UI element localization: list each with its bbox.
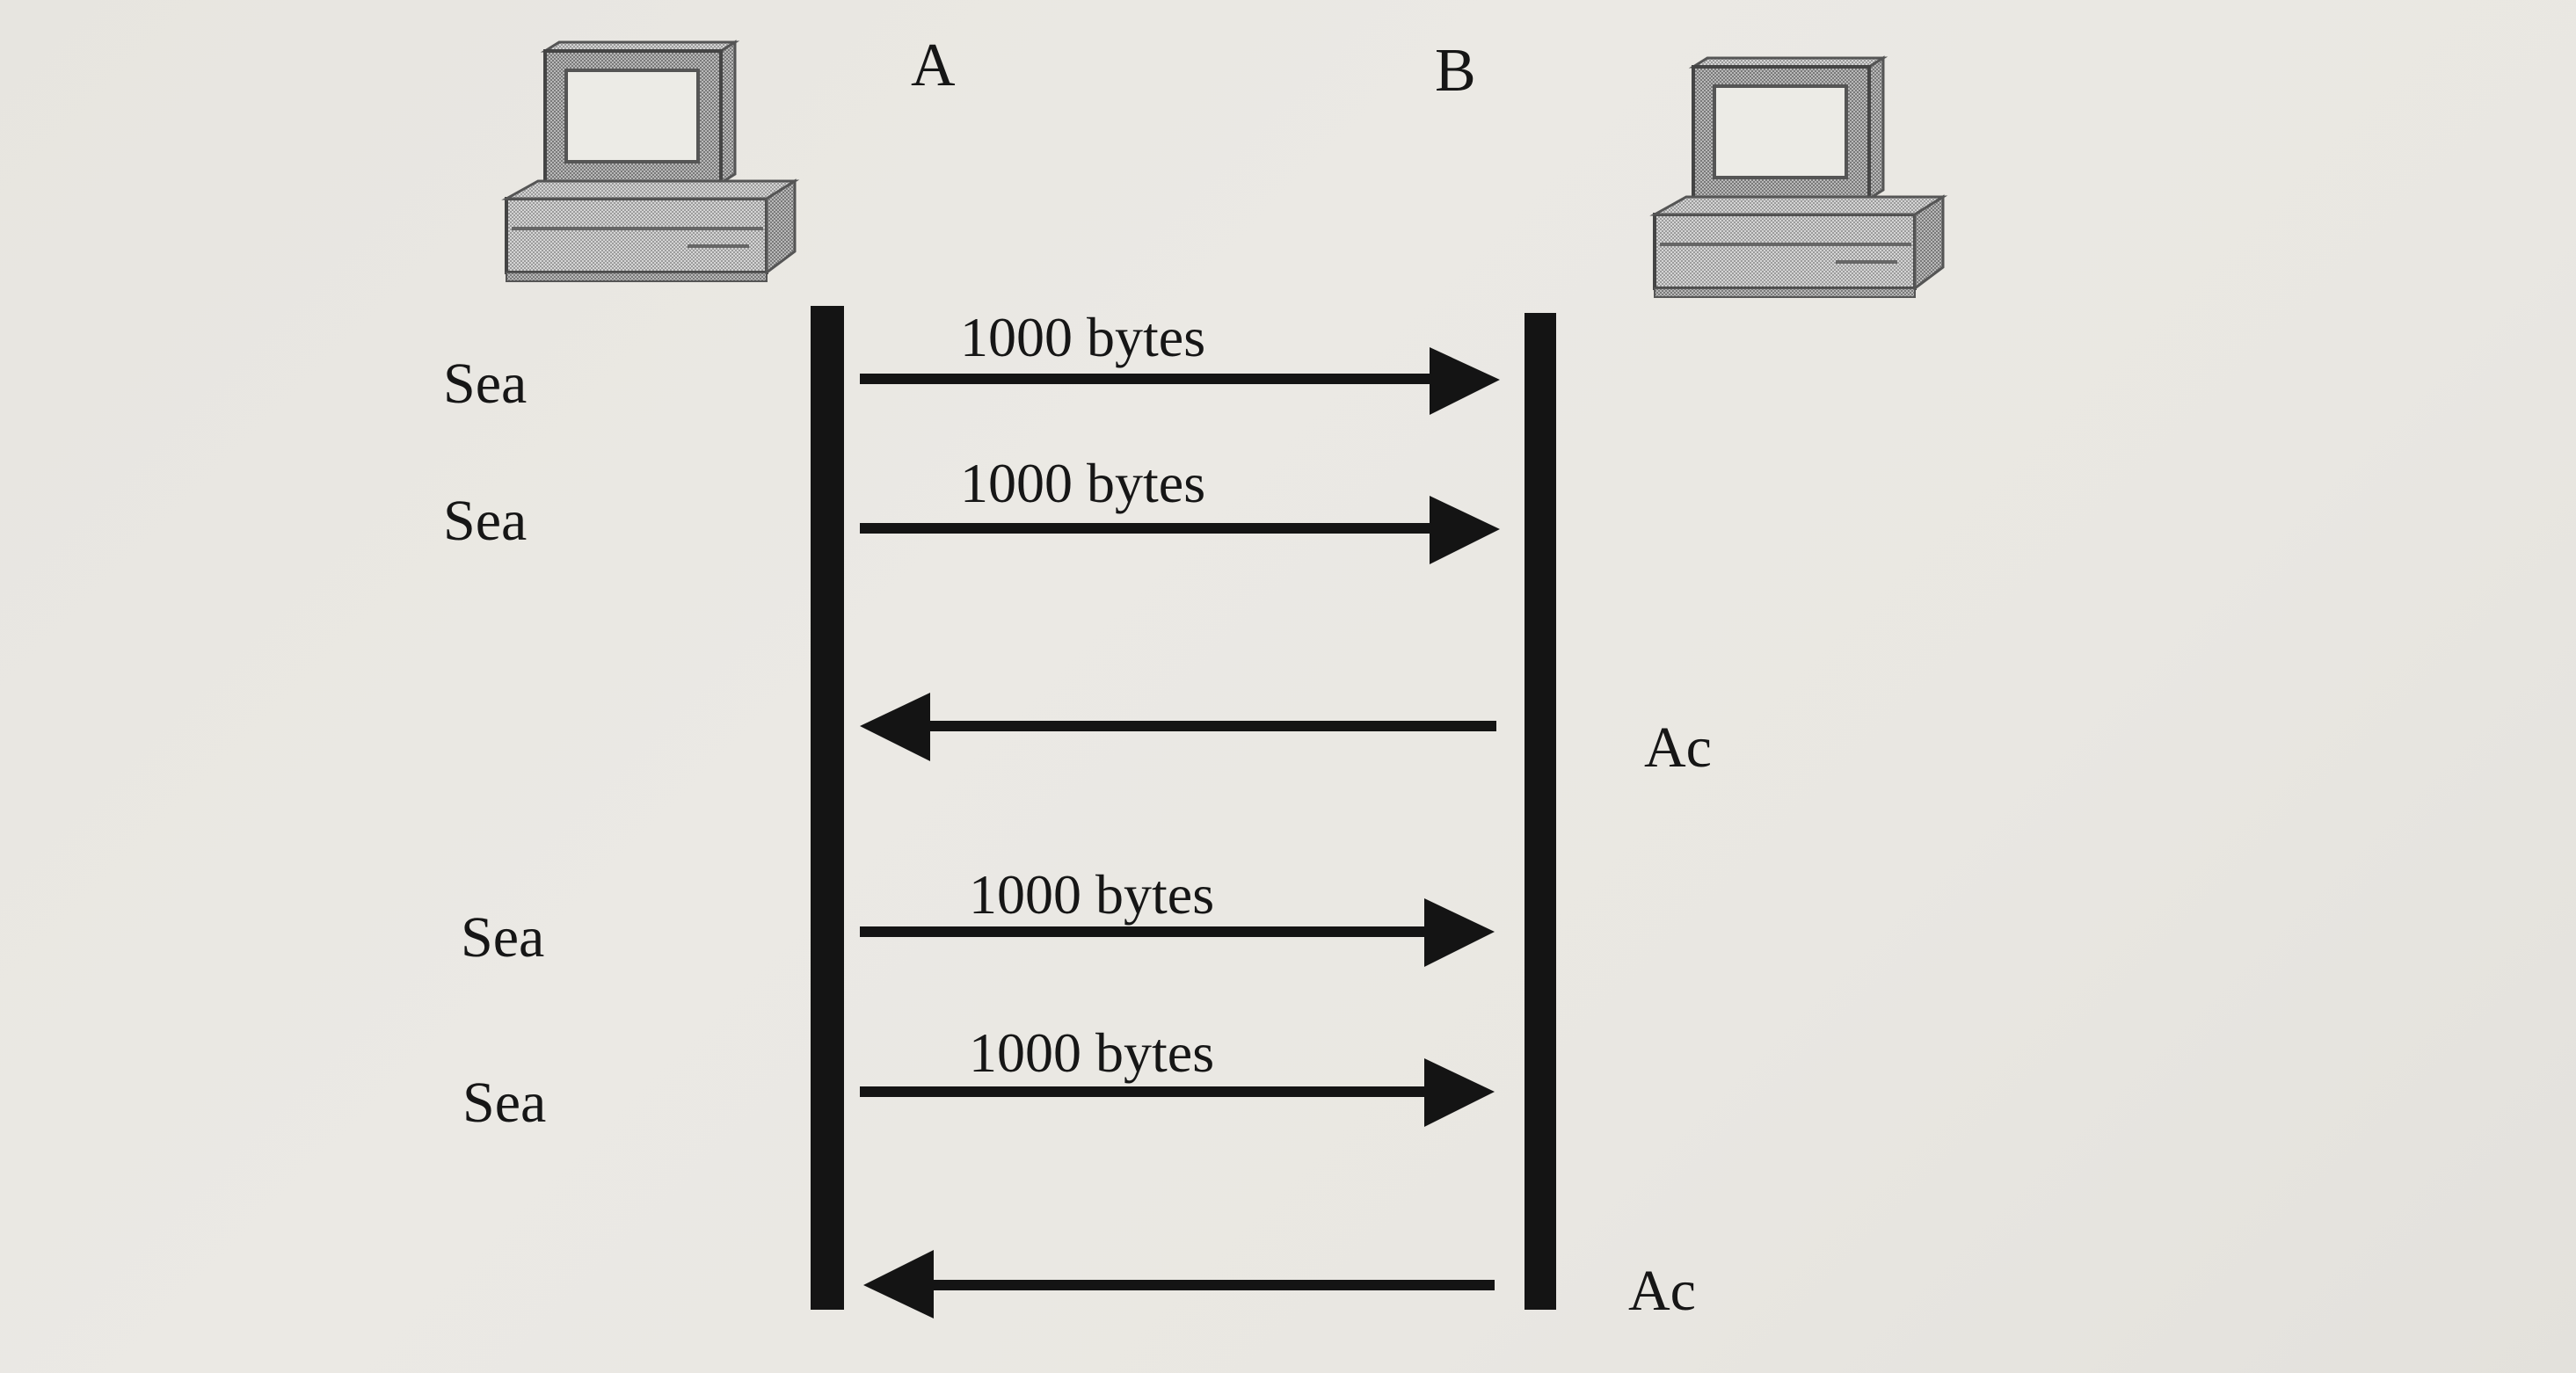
seq-label: Sea: [461, 905, 545, 970]
message-label: 1000 bytes: [969, 863, 1215, 926]
computer-icon: [1649, 55, 1948, 298]
ack-arrow: [860, 693, 1496, 761]
ack-label: Ac: [1644, 716, 1712, 780]
host-b-timeline: [1524, 313, 1556, 1310]
ack-arrow: [863, 1250, 1495, 1319]
message-label: 1000 bytes: [960, 452, 1206, 514]
message-arrow: [860, 496, 1500, 564]
seq-label: Sea: [443, 352, 528, 416]
message-arrow: [860, 347, 1500, 415]
message-arrow: [860, 898, 1495, 967]
message-label: 1000 bytes: [960, 306, 1206, 368]
seq-label: Sea: [443, 489, 528, 553]
host-b-label: B: [1435, 37, 1476, 105]
message-label: 1000 bytes: [969, 1021, 1215, 1084]
ack-label: Ac: [1628, 1259, 1696, 1323]
computer-icon: [501, 40, 800, 282]
host-a-label: A: [911, 32, 956, 99]
message-arrow: [860, 1058, 1495, 1127]
seq-label: Sea: [462, 1071, 547, 1135]
host-a-timeline: [811, 306, 844, 1310]
